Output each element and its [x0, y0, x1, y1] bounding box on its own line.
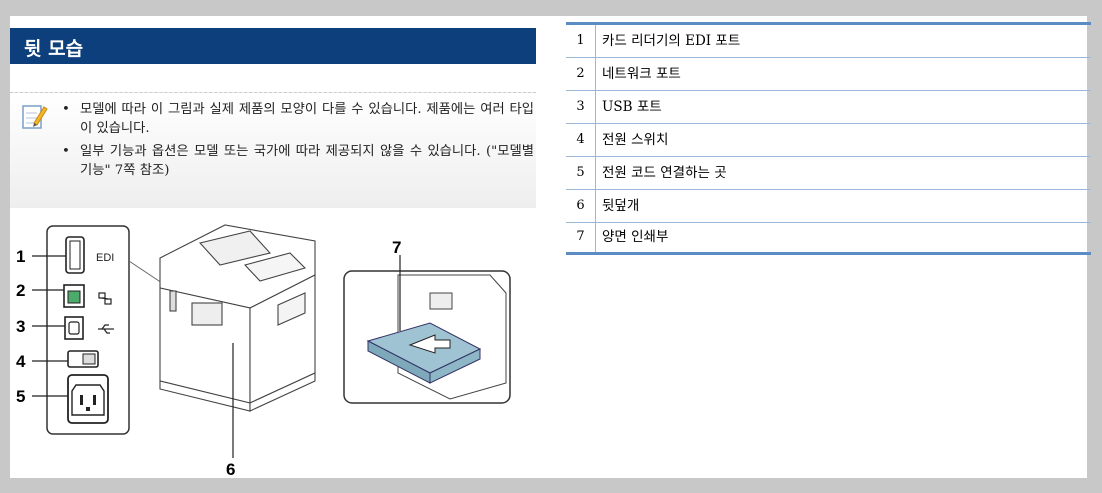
part-label: 전원 코드 연결하는 곳: [602, 165, 727, 181]
note-item: 일부 기능과 옵션은 모델 또는 국가에 따라 제공되지 않을 수 있습니다. …: [58, 142, 534, 180]
part-label: 카드 리더기의 EDI 포트: [602, 33, 741, 49]
part-number: 4: [566, 124, 596, 156]
section-title-bar: 뒷 모습: [10, 28, 536, 64]
edi-port-icon: [65, 236, 85, 274]
note-pencil-icon: [22, 105, 48, 129]
callout-7: 7: [392, 238, 401, 257]
table-bottom-rule: [566, 252, 1091, 255]
edi-label: EDI: [96, 252, 114, 264]
table-row: 5 전원 코드 연결하는 곳: [566, 157, 1091, 190]
table-row: 6 뒷덮개: [566, 190, 1091, 223]
callout-5: 5: [16, 387, 25, 406]
part-label: 뒷덮개: [602, 198, 640, 214]
printer-illustration: [159, 224, 316, 412]
callout-6: 6: [226, 460, 235, 479]
table-row: 4 전원 스위치: [566, 124, 1091, 157]
network-icon: [98, 292, 112, 305]
callout-2: 2: [16, 281, 25, 300]
note-list: 모델에 따라 이 그림과 실제 제품의 모양이 다를 수 있습니다. 제품에는 …: [58, 100, 534, 184]
part-number: 2: [566, 58, 596, 90]
callout-1: 1: [16, 247, 25, 266]
table-row: 1 카드 리더기의 EDI 포트: [566, 25, 1091, 58]
table-row: 2 네트워크 포트: [566, 58, 1091, 91]
usb-icon: [98, 324, 114, 334]
note-item: 모델에 따라 이 그림과 실제 제품의 모양이 다를 수 있습니다. 제품에는 …: [58, 100, 534, 138]
rear-view-figure: EDI 1 2 3 4 5 6: [16, 224, 511, 479]
part-number: 5: [566, 157, 596, 189]
part-number: 7: [566, 221, 596, 253]
table-top-rule: [566, 22, 1091, 25]
part-number: 6: [566, 190, 596, 222]
part-number: 1: [566, 25, 596, 57]
part-label: 전원 스위치: [602, 132, 669, 148]
section-title: 뒷 모습: [24, 38, 84, 60]
duplex-illustration: [366, 274, 507, 400]
callout-3: 3: [16, 317, 25, 336]
table-row: 7 양면 인쇄부: [566, 221, 1091, 253]
part-label: 양면 인쇄부: [602, 229, 669, 245]
part-number: 3: [566, 91, 596, 123]
part-label: USB 포트: [602, 99, 662, 115]
table-row: 3 USB 포트: [566, 91, 1091, 124]
callout-4: 4: [16, 352, 26, 371]
part-label: 네트워크 포트: [602, 66, 681, 82]
